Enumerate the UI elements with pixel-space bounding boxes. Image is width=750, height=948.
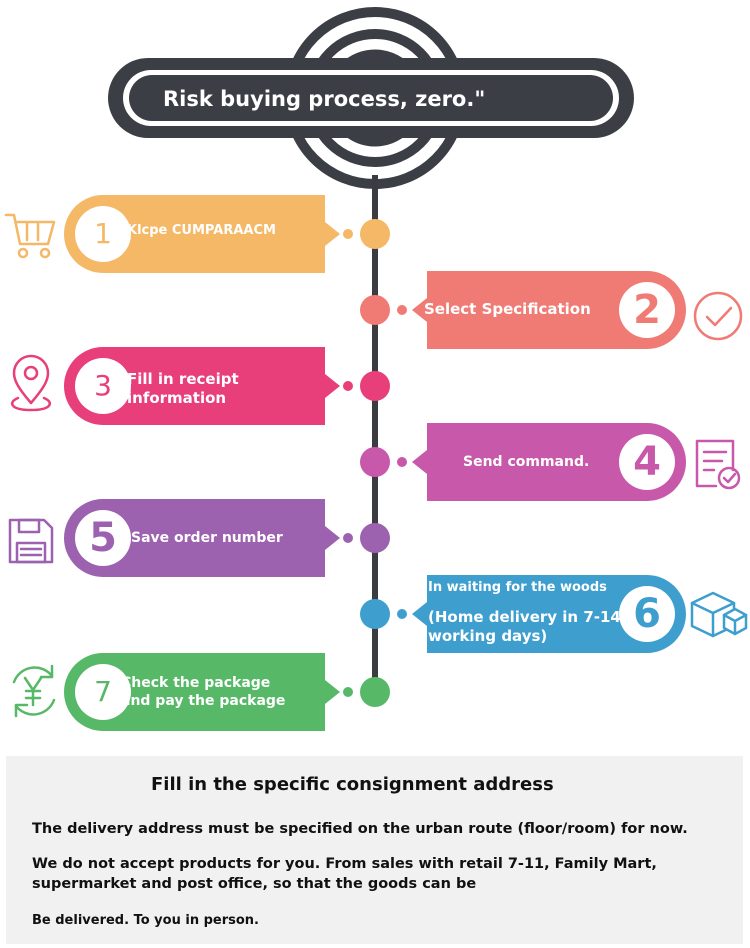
step-7-number: 7 [94,675,112,708]
step-2-label: Select Specification [424,300,591,318]
step-1-number: 1 [94,217,112,250]
diagram-graphics [4,7,748,731]
notice-line-2b: supermarket and post office, so that the… [32,876,477,892]
step-5-number: 5 [89,515,117,561]
location-pin-icon [10,354,52,412]
step-7-card [64,653,390,731]
notice-line-2a: We do not accept products for you. From … [32,856,657,872]
step-1-label: Klcpe CUMPARAACM [127,223,276,238]
notice-line-1: The delivery address must be specified o… [32,821,688,837]
consignment-notice-box: Fill in the specific consignment address… [6,756,743,944]
step-7-label-line-1: Check the package [121,675,271,691]
notice-title: Fill in the specific consignment address [151,774,554,795]
step-3-label-line-1: Fill in receipt [127,370,239,388]
step-6-label-line-1: In waiting for the woods [428,580,607,595]
step-7-label-line-2: and pay the package [121,693,286,709]
yuan-refresh-icon [12,664,56,718]
check-circle-icon [693,291,743,341]
notice-line-3: Be delivered. To you in person. [32,913,259,928]
step-6-card [360,575,686,653]
box-package-icon [690,591,748,638]
shopping-cart-icon [4,213,56,259]
title-pill [108,58,634,138]
step-5-card [64,499,390,577]
step-4-label: Send command. [463,454,590,470]
step-6-label-line-2: (Home delivery in 7-14 [428,608,621,626]
document-check-icon [695,439,741,490]
step-3-card [64,347,390,425]
step-3-label-line-2: information [127,389,227,407]
step-2-number: 2 [633,287,661,333]
step-6-label-line-3: working days) [428,627,548,645]
step-4-number: 4 [633,439,661,485]
step-2-card [360,271,686,349]
step-4-card [360,423,686,501]
floppy-disk-icon [8,518,54,564]
step-1-card [64,195,390,273]
step-3-number: 3 [94,369,112,402]
page-title: Risk buying process, zero." [163,87,486,111]
step-5-label: Save order number [131,530,283,546]
step-6-number: 6 [633,591,661,637]
